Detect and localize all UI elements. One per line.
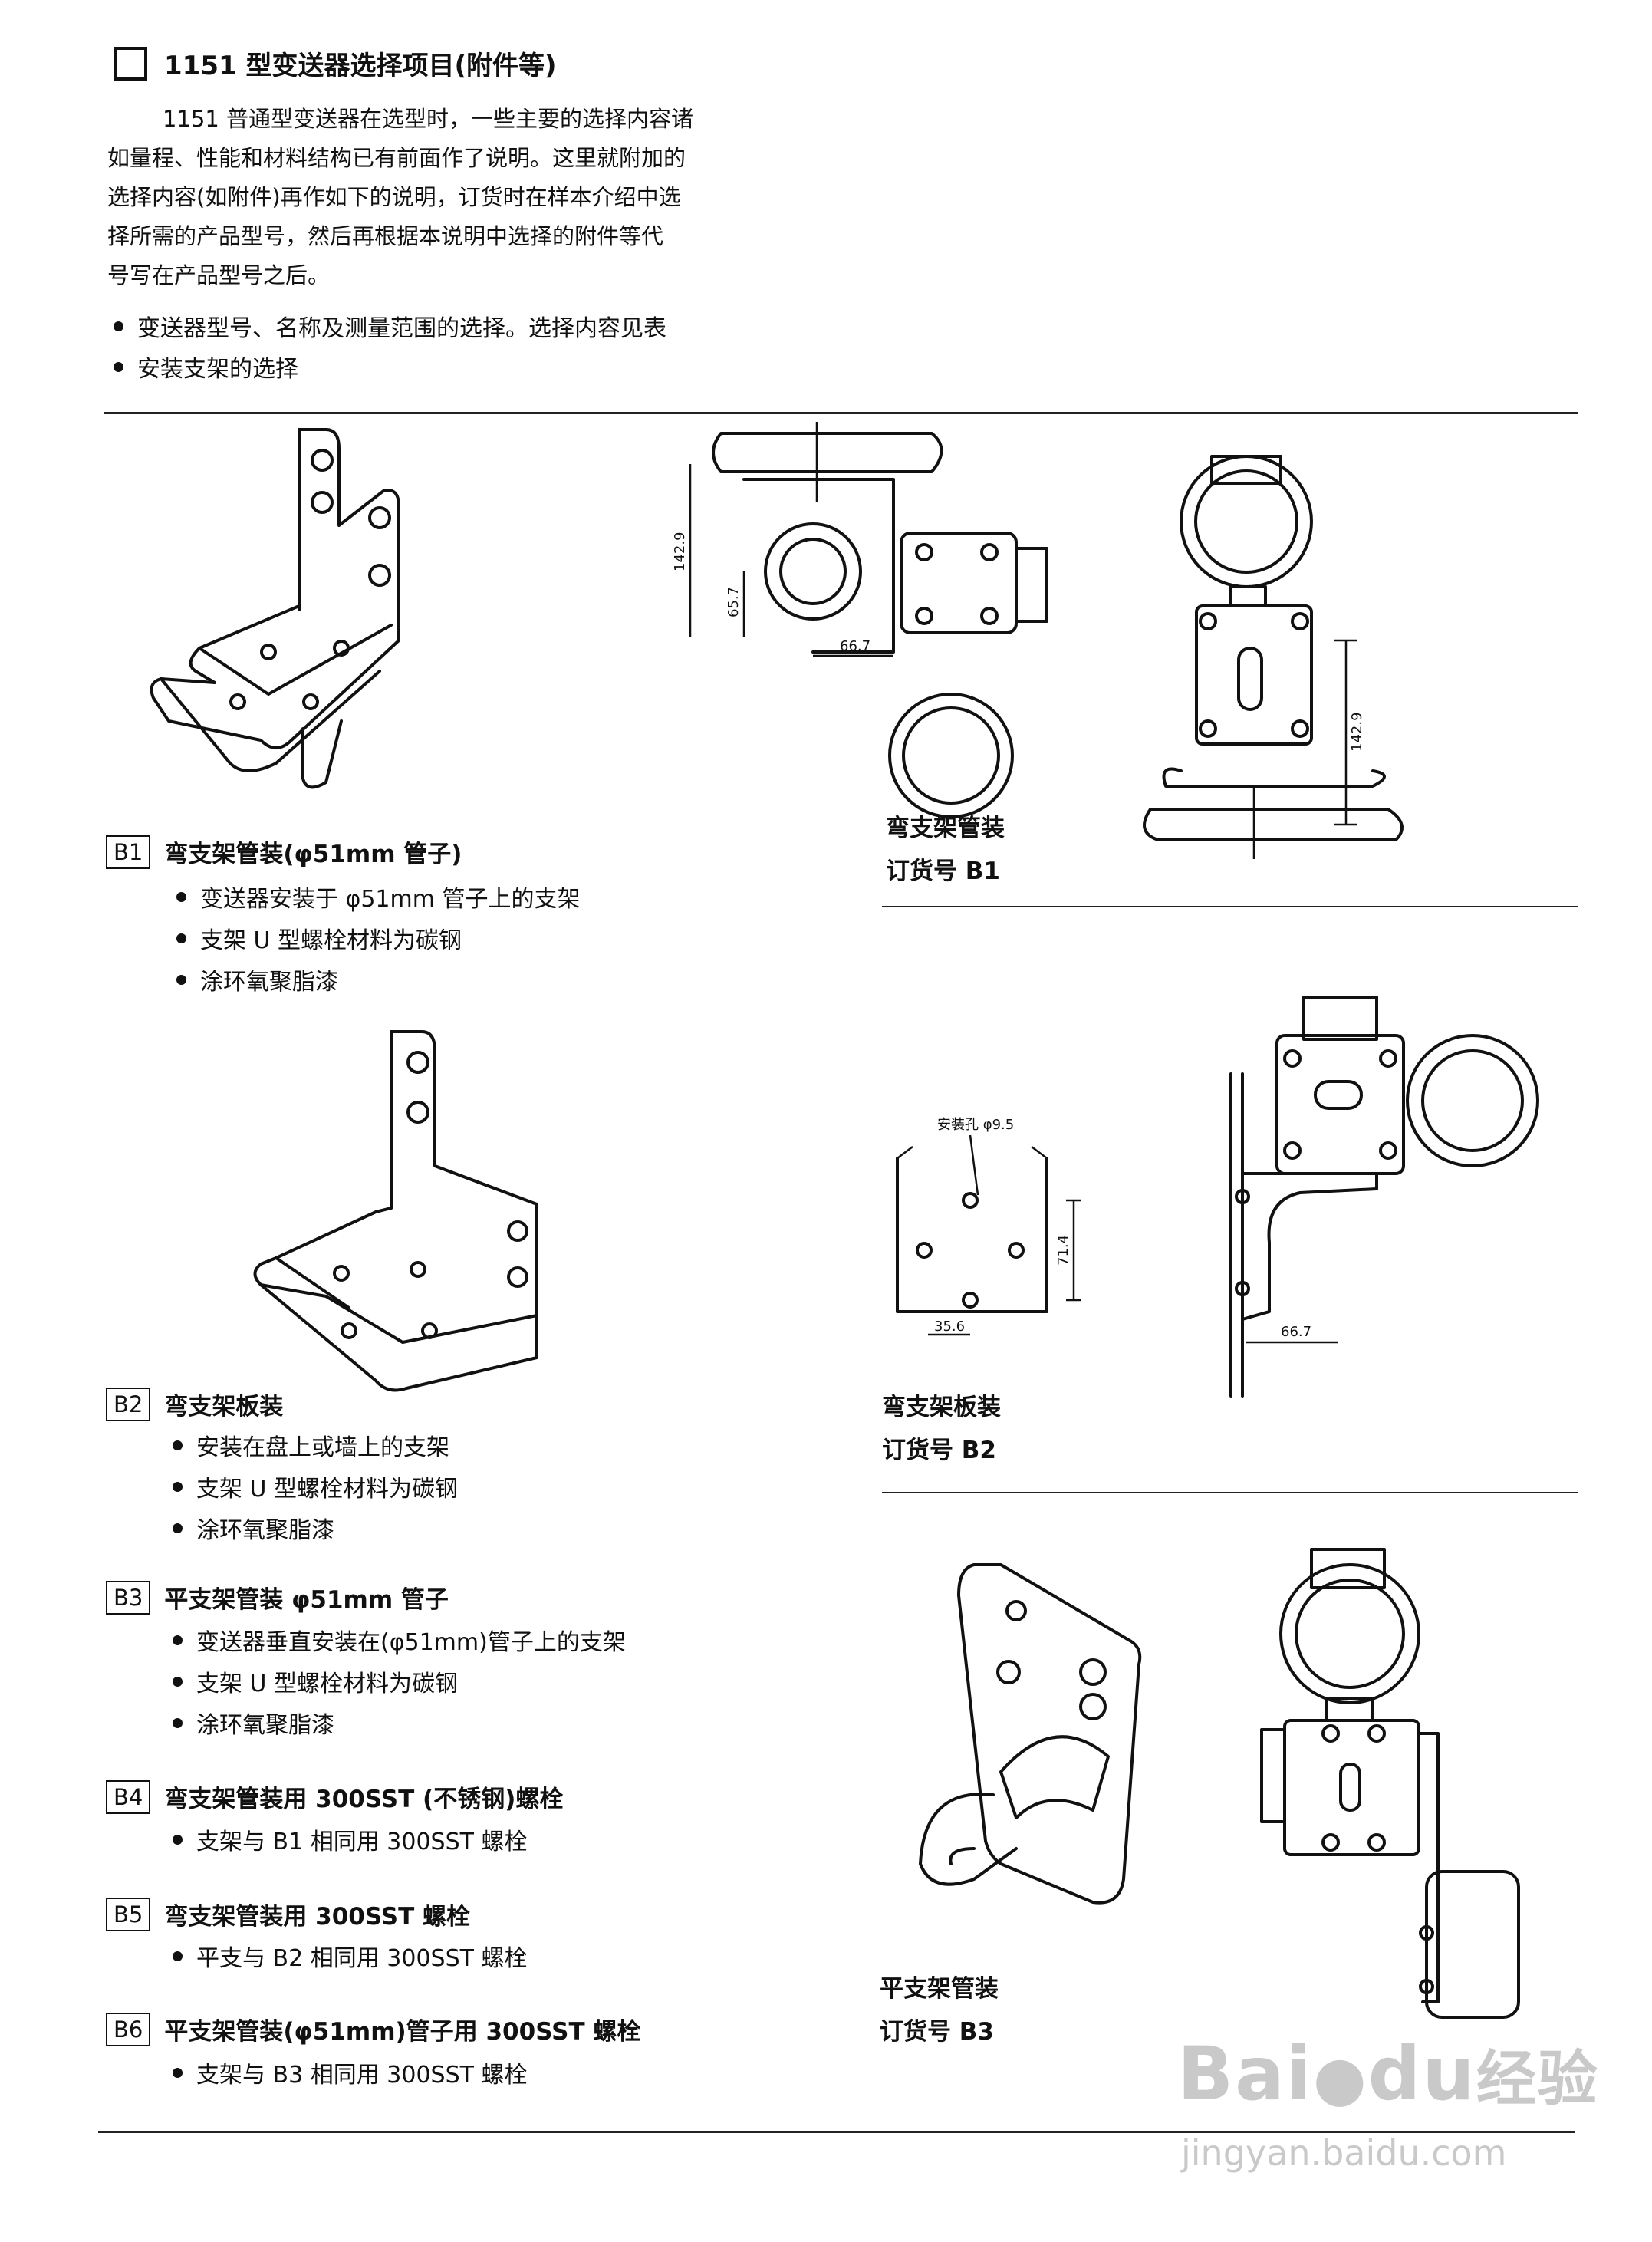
- option-code: B6: [106, 2012, 151, 2046]
- dim-71: 71.4: [1055, 1235, 1071, 1266]
- bullet-icon: [176, 974, 186, 985]
- bullet-icon: [176, 933, 186, 943]
- b2-bracket-illustration: [253, 1030, 538, 1392]
- b2-side-drawing: 66.7: [1229, 996, 1539, 1398]
- option-item: 支架 U 型螺栓材料为碳钢: [176, 921, 462, 955]
- page-title: 1151 型变送器选择项目(附件等): [164, 51, 557, 81]
- dim-65: 65.7: [726, 587, 742, 617]
- bullet-icon: [173, 1834, 183, 1845]
- b1-side-drawing: 142.9 65.7 66.7: [672, 422, 1048, 818]
- option-title: 弯支架管装(φ51mm 管子): [164, 841, 462, 868]
- b3-bracket-illustration: [919, 1563, 1142, 1905]
- figure-caption-b2: 弯支架板装 订货号 B2: [882, 1386, 1001, 1472]
- intro-line: 择所需的产品型号，然后再根据本说明中选择的附件等代: [107, 223, 664, 249]
- caption-line: 订货号 B3: [880, 2018, 994, 2046]
- option-b5-header: B5 弯支架管装用 300SST 螺栓: [106, 1897, 470, 1931]
- caption-line: 平支架管装: [880, 1975, 999, 2003]
- bullet-icon: [173, 1523, 183, 1533]
- figure-caption-b1: 弯支架管装 订货号 B1: [886, 807, 1005, 893]
- option-code: B5: [106, 1897, 151, 1931]
- paw-icon: ●: [1312, 2043, 1368, 2114]
- option-item: 涂环氧聚脂漆: [173, 1511, 334, 1545]
- option-b3-header: B3 平支架管装 φ51mm 管子: [106, 1580, 449, 1615]
- option-item: 涂环氧聚脂漆: [176, 963, 338, 996]
- option-item: 变送器安装于 φ51mm 管子上的支架: [176, 880, 580, 914]
- option-item: 安装在盘上或墙上的支架: [173, 1428, 449, 1462]
- option-item: 变送器垂直安装在(φ51mm)管子上的支架: [173, 1623, 626, 1657]
- option-code: B3: [106, 1580, 151, 1615]
- bullet-icon: [173, 1635, 183, 1645]
- option-code: B2: [106, 1387, 151, 1421]
- figure-divider: [882, 1492, 1578, 1493]
- option-b6-header: B6 平支架管装(φ51mm)管子用 300SST 螺栓: [106, 2012, 640, 2046]
- bullet-icon: [173, 1717, 183, 1728]
- dim-35: 35.6: [934, 1319, 965, 1335]
- dim-66: 66.7: [840, 638, 870, 654]
- option-item: 支架 U 型螺栓材料为碳钢: [173, 1470, 458, 1503]
- intro-line: 号写在产品型号之后。: [107, 262, 331, 288]
- b1-bracket-illustration: [150, 428, 400, 789]
- figure-divider: [882, 906, 1578, 907]
- section-title-row: 1151 型变送器选择项目(附件等): [114, 44, 557, 82]
- option-title: 弯支架管装用 300SST 螺栓: [164, 1903, 471, 1931]
- intro-line: 如量程、性能和材料结构已有前面作了说明。这里就附加的: [107, 145, 686, 171]
- intro-line: 1151 普通型变送器在选型时，一些主要的选择内容诸: [163, 106, 694, 132]
- intro-bullet: 安装支架的选择: [114, 350, 298, 384]
- top-divider: [104, 412, 1578, 414]
- caption-line: 订货号 B2: [882, 1437, 996, 1464]
- bottom-divider: [98, 2131, 1575, 2133]
- bullet-icon: [173, 1440, 183, 1450]
- option-item: 平支与 B2 相同用 300SST 螺栓: [173, 1939, 527, 1973]
- option-title: 弯支架板装: [164, 1393, 284, 1421]
- option-item: 支架与 B3 相同用 300SST 螺栓: [173, 2056, 527, 2089]
- bullet-icon: [114, 321, 123, 331]
- option-b2-header: B2 弯支架板装: [106, 1387, 283, 1421]
- b3-side-drawing: [1260, 1548, 1520, 2019]
- watermark-url: jingyan.baidu.com: [1181, 2132, 1507, 2174]
- option-code: B1: [106, 835, 151, 869]
- option-b1-header: B1 弯支架管装(φ51mm 管子): [106, 835, 462, 869]
- intro-bullet: 变送器型号、名称及测量范围的选择。选择内容见表: [114, 309, 666, 343]
- hole-label: 安装孔 φ9.5: [937, 1117, 1014, 1133]
- bullet-icon: [176, 891, 186, 902]
- option-item: 涂环氧聚脂漆: [173, 1706, 334, 1740]
- bullet-icon: [173, 1481, 183, 1492]
- intro-paragraph: 1151 普通型变送器在选型时，一些主要的选择内容诸 如量程、性能和材料结构已有…: [107, 100, 798, 295]
- dim-142: 142.9: [672, 532, 688, 571]
- dim-66-b2: 66.7: [1281, 1324, 1311, 1340]
- option-b4-header: B4 弯支架管装用 300SST (不锈钢)螺栓: [106, 1779, 563, 1814]
- figure-caption-b3: 平支架管装 订货号 B3: [880, 1967, 999, 2053]
- caption-line: 弯支架板装: [882, 1394, 1001, 1421]
- watermark-logo: Bai●du经验: [1177, 2031, 1599, 2117]
- option-title: 平支架管装 φ51mm 管子: [164, 1586, 449, 1614]
- b1-front-drawing: 142.9: [1143, 455, 1404, 859]
- option-title: 平支架管装(φ51mm)管子用 300SST 螺栓: [164, 2018, 641, 2046]
- bullet-icon: [114, 361, 123, 372]
- b2-bracket-drawing: 安装孔 φ9.5 71.4 35.6: [896, 1117, 1081, 1336]
- bullet-icon: [173, 2067, 183, 2078]
- dim-142-right: 142.9: [1349, 712, 1365, 752]
- option-code: B4: [106, 1779, 151, 1814]
- option-item: 支架 U 型螺栓材料为碳钢: [173, 1664, 458, 1698]
- bullet-icon: [173, 1951, 183, 1961]
- checkbox-icon: [114, 46, 147, 81]
- caption-line: 弯支架管装: [886, 815, 1005, 842]
- option-title: 弯支架管装用 300SST (不锈钢)螺栓: [164, 1786, 564, 1813]
- bullet-icon: [173, 1676, 183, 1687]
- caption-line: 订货号 B1: [886, 858, 1000, 885]
- option-item: 支架与 B1 相同用 300SST 螺栓: [173, 1822, 527, 1856]
- intro-line: 选择内容(如附件)再作如下的说明，订货时在样本介绍中选: [107, 184, 681, 210]
